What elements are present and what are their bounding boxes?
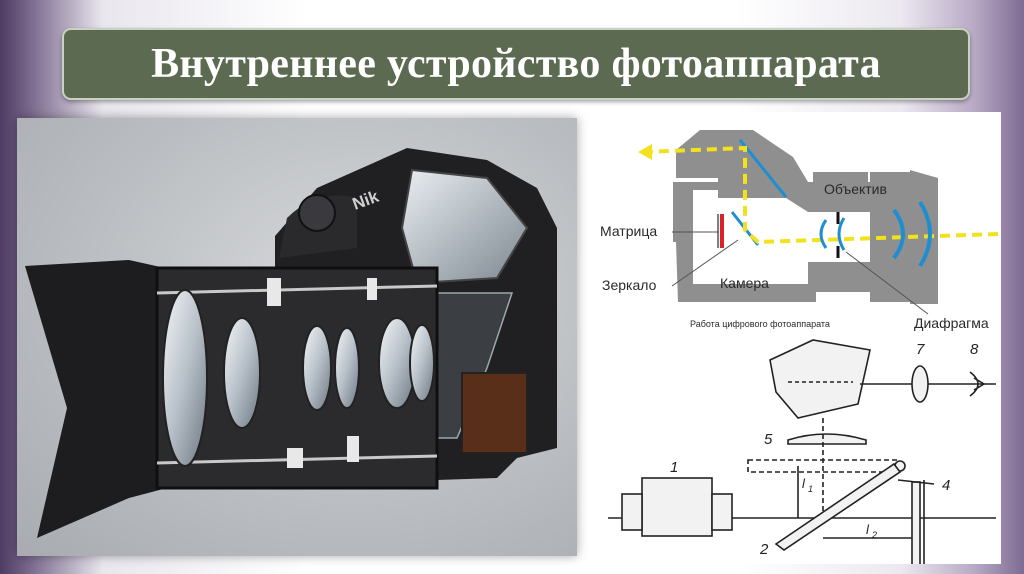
scheme-eyepiece-lens <box>912 366 928 402</box>
label-mirror: Зеркало <box>602 277 657 293</box>
scheme-distance-l2: l <box>866 522 870 537</box>
optical-scheme-diagram: 1 2 4 5 7 8 l 1 l 2 <box>598 332 1001 564</box>
scheme-distance-l1-sub: 1 <box>808 484 813 494</box>
shutter-unit <box>462 373 527 453</box>
lens-hood <box>25 260 167 538</box>
slide-title: Внутреннее устройство фотоаппарата <box>151 40 881 88</box>
label-sensor: Матрица <box>600 223 657 239</box>
lens-element-3 <box>303 326 331 410</box>
scheme-distance-l1: l <box>802 476 806 491</box>
sensor-matrix <box>720 214 724 248</box>
scheme-number-5: 5 <box>764 431 773 448</box>
scheme-distance-l2-sub: 2 <box>871 530 877 540</box>
scheme-pentaprism <box>770 340 870 418</box>
lens-element-4 <box>335 328 359 408</box>
mode-dial <box>299 195 335 231</box>
title-banner: Внутреннее устройство фотоаппарата <box>62 28 970 100</box>
front-lens-element <box>163 290 207 466</box>
scheme-number-8: 8 <box>970 341 979 358</box>
digital-camera-diagram: Объектив Матрица Зеркало Камера Работа ц… <box>598 112 1001 334</box>
scheme-number-1: 1 <box>670 459 678 476</box>
lens-element-2 <box>224 318 260 428</box>
label-aperture: Диафрагма <box>914 315 989 331</box>
scheme-lens-block <box>642 478 712 536</box>
diagram-caption: Работа цифрового фотоаппарата <box>690 319 830 329</box>
scheme-film-plane <box>912 482 920 564</box>
scheme-number-7: 7 <box>916 341 925 358</box>
optical-scheme-drawing: 1 2 4 5 7 8 l 1 l 2 <box>598 332 1001 564</box>
digital-camera-schematic: Объектив Матрица Зеркало Камера Работа ц… <box>598 112 1001 334</box>
camera-cutaway-photo: Nik <box>17 118 577 556</box>
lens-element-6 <box>410 325 434 401</box>
beam-arrow-head <box>638 144 652 160</box>
scheme-mirror <box>776 464 900 550</box>
camera-cutaway-illustration: Nik <box>17 118 577 556</box>
scheme-number-4: 4 <box>942 477 950 494</box>
scheme-condenser-lens <box>788 434 866 444</box>
label-lens: Объектив <box>824 181 887 197</box>
label-camera: Камера <box>720 275 769 291</box>
scheme-number-2: 2 <box>759 541 769 558</box>
